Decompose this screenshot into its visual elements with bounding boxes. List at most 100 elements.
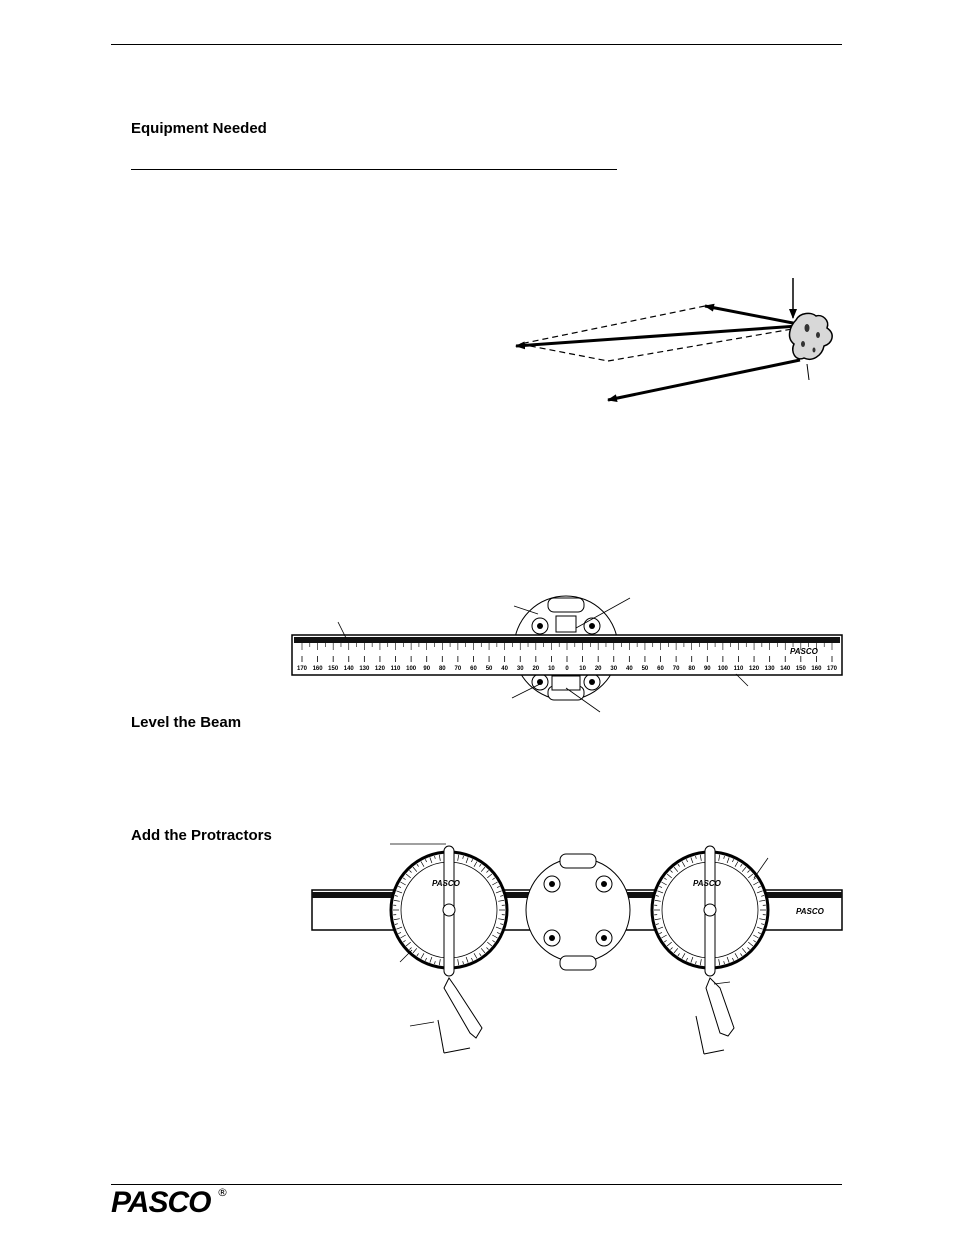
protractor-tick (655, 923, 659, 925)
protractor-tick (465, 857, 469, 864)
protractor-tick (473, 861, 478, 867)
beam-tick-label: 90 (423, 666, 430, 672)
protractor-tick (425, 859, 427, 863)
protractor-tick (496, 932, 500, 934)
protractor-tick (492, 881, 498, 886)
footer-rule (111, 1184, 842, 1185)
beam-tick-label: 50 (486, 666, 493, 672)
protractor-tick (748, 873, 754, 879)
resultant-force-arrow-icon (515, 324, 799, 350)
protractor-tick (695, 855, 697, 859)
protractor-tick (756, 926, 763, 930)
protractor-tick (654, 899, 661, 902)
protractors-heading: Add the Protractors (131, 827, 272, 844)
protractor-tick (681, 861, 686, 867)
protractor-tick (400, 934, 406, 939)
protractor-tick (394, 923, 398, 925)
beam-brand-right: PASCO (796, 907, 825, 916)
protractor-tick (748, 941, 754, 947)
protractor-tick (498, 899, 505, 902)
protractor-tick (398, 932, 402, 934)
protractor-tick (753, 934, 759, 939)
beam-tick-label: 90 (704, 666, 711, 672)
protractor-tick (757, 886, 761, 888)
protractor-tick (657, 890, 664, 894)
protractor-tick (495, 926, 502, 930)
beam-tick-label: 150 (328, 666, 339, 672)
protractor-tick (457, 854, 460, 861)
protractor-tick (686, 957, 688, 961)
protractor-tick (740, 953, 743, 957)
protractor-tick (420, 861, 425, 867)
protractor-tick (471, 957, 473, 961)
protractor-tick (496, 886, 500, 888)
protractor-tick (723, 855, 725, 859)
protractor-tick (495, 890, 502, 894)
protractor-tick (690, 956, 694, 963)
protractor-tick (747, 870, 750, 873)
protractor-tick (661, 881, 667, 886)
protractor-tick (759, 918, 766, 921)
protractor-tick (492, 877, 496, 880)
protractor-tick (498, 918, 505, 921)
protractor-tick (718, 854, 721, 861)
protractor-tick (398, 886, 402, 888)
protractor-tick (393, 918, 400, 921)
protractor-tick (747, 947, 750, 950)
beam-tick-label: 130 (765, 666, 776, 672)
protractor-tick (405, 873, 411, 879)
protractor-tick (409, 947, 412, 950)
protractor-tick (396, 890, 403, 894)
protractor-tick (438, 854, 441, 861)
beam-tick-label: 110 (734, 666, 744, 672)
beam-tick-label: 20 (595, 666, 602, 672)
protractor-tick (753, 877, 757, 880)
protractor-tick (734, 953, 739, 959)
protractor-tick (718, 959, 721, 966)
protractor-tick (699, 854, 702, 861)
protractor-tick (465, 956, 469, 963)
protractor-tick (659, 932, 663, 934)
protractor-tick (753, 940, 757, 943)
protractor-tick (462, 855, 464, 859)
protractor-tick (409, 870, 412, 873)
beam-tick-label: 120 (375, 666, 386, 672)
protractor-tick (690, 857, 694, 864)
protractor-tick (416, 863, 419, 867)
beam-tick-label: 100 (406, 666, 417, 672)
protractor-tick (500, 923, 504, 925)
header-rule (111, 44, 842, 45)
beam-tick-label: 110 (391, 666, 401, 672)
protractor-tick (657, 926, 664, 930)
protractor-tick (457, 959, 460, 966)
protractor-tick (486, 947, 489, 950)
beam-tick-label: 70 (455, 666, 462, 672)
protractor-tick (429, 956, 433, 963)
protractor-tick (681, 953, 686, 959)
protractor-tick (734, 861, 739, 867)
beam-tick-label: 100 (718, 666, 729, 672)
protractor-tick (670, 947, 673, 950)
protractor-tick (677, 863, 680, 867)
protractor-tick (405, 941, 411, 947)
protractor-tick (429, 857, 433, 864)
beam-tick-label: 40 (501, 666, 508, 672)
beam-tick-label: 120 (749, 666, 760, 672)
protractor-tick (670, 870, 673, 873)
protractor-tick (655, 895, 659, 897)
protractor-tick (420, 953, 425, 959)
force-vector-diagram (515, 278, 833, 403)
protractor-tick (686, 859, 688, 863)
protractor-tick (412, 948, 418, 954)
protractor-tick (659, 886, 663, 888)
protractor-tick (479, 953, 482, 957)
protractor-tick (473, 953, 478, 959)
protractor-tick (434, 855, 436, 859)
beam-tick-label: 50 (642, 666, 649, 672)
lower-force-arrow-icon (607, 358, 801, 403)
protractor-tick (673, 866, 679, 872)
pasco-logo-icon: PASCO (111, 1186, 211, 1220)
protractor-tick (695, 961, 697, 965)
beam-tick-label: 30 (517, 666, 524, 672)
